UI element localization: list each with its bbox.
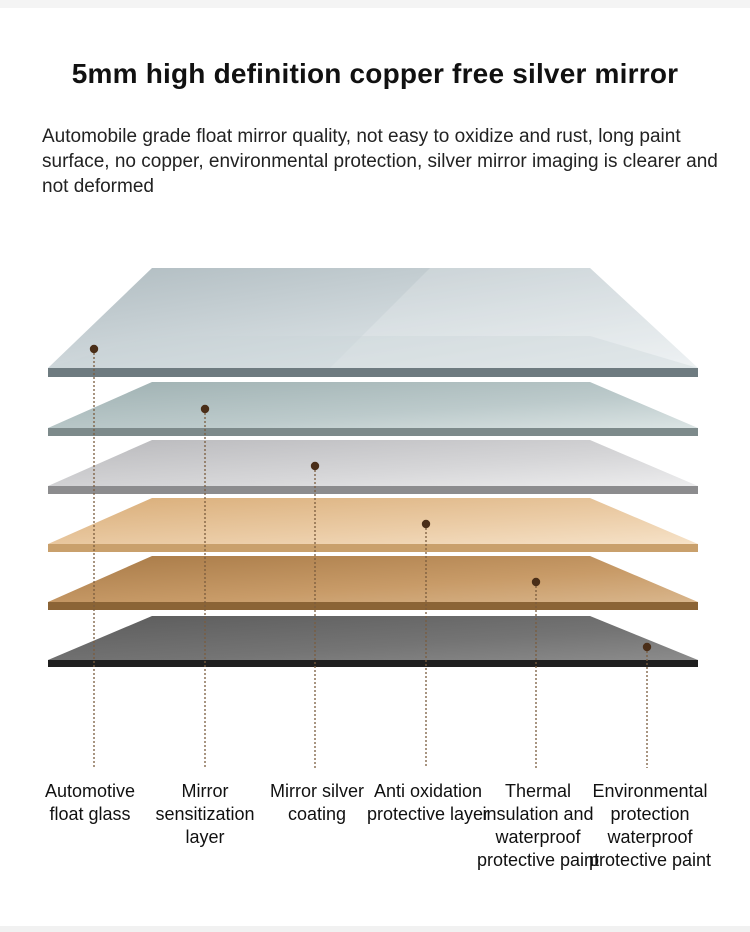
layer-sensitization (48, 382, 698, 436)
top-band (0, 0, 750, 8)
leader-dots (89, 344, 652, 652)
description-text: Automobile grade float mirror quality, n… (42, 126, 718, 197)
label-anti-oxidation: Anti oxidation protective layer (366, 781, 490, 824)
label-float-glass: Automotive float glass (44, 781, 136, 824)
dot-anti-oxidation (421, 519, 431, 529)
bottom-band (0, 926, 750, 932)
label-environmental-paint: Environmental protection waterproof prot… (588, 781, 712, 870)
dot-sensitization (200, 404, 210, 414)
dot-float-glass (89, 344, 99, 354)
layer-silver-coating (48, 440, 698, 494)
dot-silver-coating (310, 461, 320, 471)
dot-environmental-paint (642, 642, 652, 652)
dot-thermal-paint (531, 577, 541, 587)
layer-thermal-paint (48, 556, 698, 610)
label-silver-coating: Mirror silver coating (270, 781, 364, 824)
leader-lines (93, 349, 648, 768)
label-sensitization: Mirror sensitization layer (155, 781, 255, 847)
layer-float-glass (48, 268, 698, 377)
page-title: 5mm high definition copper free silver m… (71, 58, 679, 89)
layer-anti-oxidation (48, 498, 698, 552)
layer-environmental-paint (48, 616, 698, 667)
label-thermal-paint: Thermal insulation and waterproof protec… (476, 781, 600, 870)
